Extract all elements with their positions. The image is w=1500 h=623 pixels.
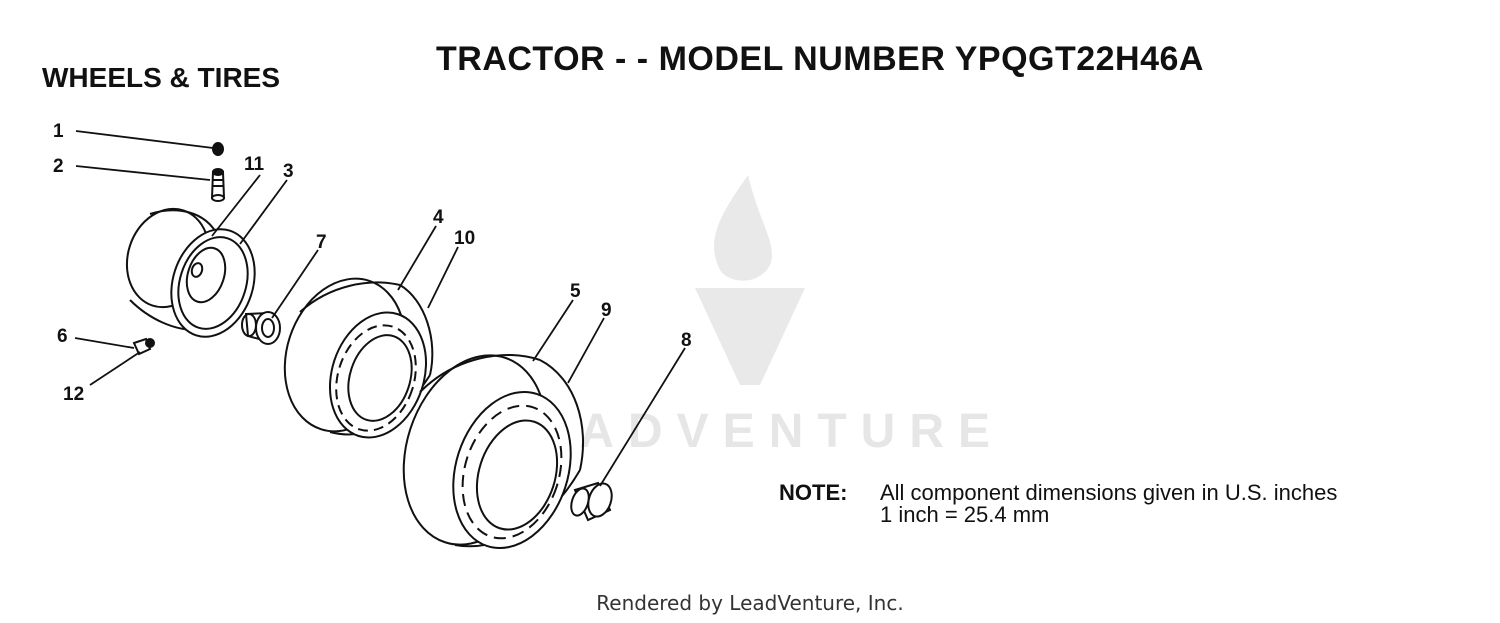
part-spacer[interactable] <box>568 480 616 522</box>
callout-7: 7 <box>316 232 327 253</box>
callout-5: 5 <box>570 281 581 302</box>
part-valve-cap[interactable] <box>212 142 224 156</box>
part-tire-front[interactable] <box>266 263 442 450</box>
note-line-2: 1 inch = 25.4 mm <box>880 502 1050 527</box>
callout-1: 1 <box>53 121 64 142</box>
dimension-note: NOTE: All component dimensions given in U… <box>779 482 1337 526</box>
callout-4: 4 <box>433 207 444 228</box>
part-bushing[interactable] <box>241 311 281 345</box>
callout-9: 9 <box>601 300 612 321</box>
footer-credit: Rendered by LeadVenture, Inc. <box>596 591 904 615</box>
part-grease-fitting[interactable] <box>132 337 155 356</box>
part-tire-rear[interactable] <box>380 337 590 564</box>
callout-10: 10 <box>454 228 475 249</box>
section-title: WHEELS & TIRES <box>42 62 281 93</box>
callout-2: 2 <box>53 156 64 177</box>
watermark-text: LEADVENTURE <box>490 405 1005 458</box>
part-wheel-rim[interactable] <box>115 198 269 348</box>
note-label: NOTE: <box>779 480 848 505</box>
note-line-1: All component dimensions given in U.S. i… <box>880 480 1338 505</box>
callout-6: 6 <box>57 326 68 347</box>
callout-11: 11 <box>244 154 265 175</box>
callout-3: 3 <box>283 161 294 182</box>
part-valve-stem[interactable] <box>210 168 226 202</box>
callout-12: 12 <box>63 384 84 405</box>
diagram-title: TRACTOR - - MODEL NUMBER YPQGT22H46A <box>436 40 1204 78</box>
callout-8: 8 <box>681 330 692 351</box>
